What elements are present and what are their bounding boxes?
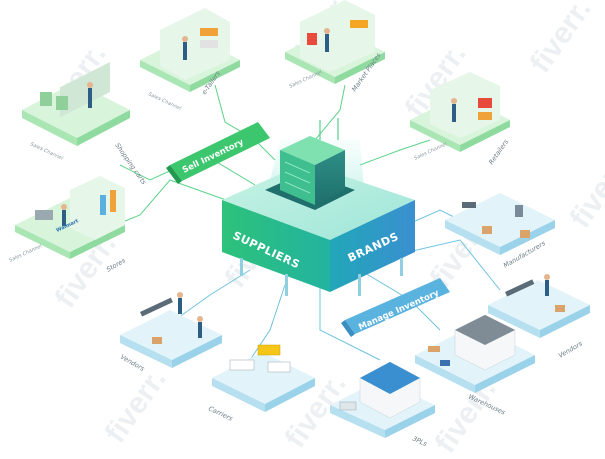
server-top <box>280 136 345 165</box>
conveyor-icon <box>505 279 535 297</box>
machine-icon <box>462 202 476 208</box>
person-figure <box>197 316 203 322</box>
platform-leg <box>400 258 403 276</box>
forklift-icon <box>440 360 450 366</box>
node-vendors-right[interactable]: Vendors <box>488 274 590 360</box>
warehouse-roof <box>360 362 420 394</box>
node-channel-label: Sales Channel <box>8 243 43 264</box>
product-sign <box>478 112 492 120</box>
person-figure <box>544 274 550 280</box>
box-icon <box>555 305 565 312</box>
platform-leg <box>358 274 361 296</box>
node-label: 3PLs <box>411 435 429 449</box>
truck-icon <box>267 361 291 373</box>
person-figure <box>452 104 456 122</box>
truck-icon <box>257 344 281 356</box>
server-right <box>315 150 345 205</box>
platform-right-face <box>330 200 415 292</box>
person-figure <box>325 34 329 52</box>
connector-3pls <box>319 285 381 361</box>
shelf-icon <box>100 195 106 215</box>
person-figure <box>183 42 187 60</box>
connector-vendors-right <box>394 239 501 291</box>
watermark-text: fiverr. <box>564 148 605 234</box>
node-3pls[interactable]: 3PLs <box>330 361 435 449</box>
product-sign <box>200 40 218 48</box>
conveyor-icon <box>140 297 173 317</box>
box-icon <box>428 346 440 352</box>
watermark-text: fiverr. <box>99 363 173 449</box>
node-shopping-carts[interactable]: Sales Channel Shopping carts <box>22 61 148 187</box>
node-channel-label: Sales Channel <box>29 141 64 162</box>
person-figure <box>177 292 183 298</box>
platform-left-face <box>222 200 330 292</box>
box-icon <box>520 230 530 238</box>
cart-icon <box>56 96 68 110</box>
person-figure <box>178 298 182 314</box>
node-label: Vendors <box>557 339 584 359</box>
node-carriers[interactable]: Carriers <box>207 344 315 423</box>
manage-inventory-ribbon: Manage Inventory <box>341 278 450 337</box>
node-vendors-left[interactable]: Vendors <box>119 292 222 373</box>
person-figure <box>182 36 188 42</box>
node-channel-label: Sales Channel <box>147 91 182 112</box>
sell-inventory-ribbon: Sell Inventory <box>166 122 270 184</box>
node-etailers[interactable]: Sales Channel e-Tailers <box>140 8 240 112</box>
person-figure <box>87 82 93 88</box>
robot-arm-icon <box>515 205 523 217</box>
counter-icon <box>35 210 53 220</box>
person-figure <box>88 88 92 108</box>
connector-retailers <box>359 139 431 166</box>
truck-icon <box>339 401 357 411</box>
central-hub: SUPPLIERS BRANDS <box>222 118 415 296</box>
person-figure <box>61 204 67 210</box>
node-marketplaces[interactable]: Sales Channel Market Places <box>285 0 385 93</box>
platform-leg <box>240 258 243 276</box>
connector-marketplaces <box>314 84 346 141</box>
box-icon <box>482 226 492 234</box>
connector-carriers <box>249 284 286 361</box>
box-icon <box>152 337 162 344</box>
person-figure <box>62 210 66 226</box>
node-label: Vendors <box>119 353 146 373</box>
product-sign <box>350 20 368 28</box>
node-label: Carriers <box>207 405 234 423</box>
platform-leg <box>285 274 288 296</box>
watermark-text: fiverr. <box>524 0 598 79</box>
node-label: Shopping carts <box>113 142 148 187</box>
cart-icon <box>40 92 52 106</box>
truck-icon <box>229 359 255 371</box>
product-sign <box>200 28 218 36</box>
node-label: Retailers <box>487 138 510 167</box>
shelf-icon <box>110 190 116 212</box>
person-figure <box>545 280 549 296</box>
connector-vendors-left <box>174 269 251 321</box>
node-retailers[interactable]: Sales Channel Retailers <box>410 72 510 166</box>
person-figure <box>198 322 202 338</box>
warehouse-roof <box>455 315 515 345</box>
person-figure <box>451 98 457 104</box>
product-sign <box>307 33 317 45</box>
node-warehouses[interactable]: Warehouses <box>415 314 535 417</box>
connector-stores <box>114 179 241 226</box>
person-figure <box>324 28 330 34</box>
node-channel-label: Sales Channel <box>288 69 323 90</box>
product-sign <box>478 98 492 108</box>
